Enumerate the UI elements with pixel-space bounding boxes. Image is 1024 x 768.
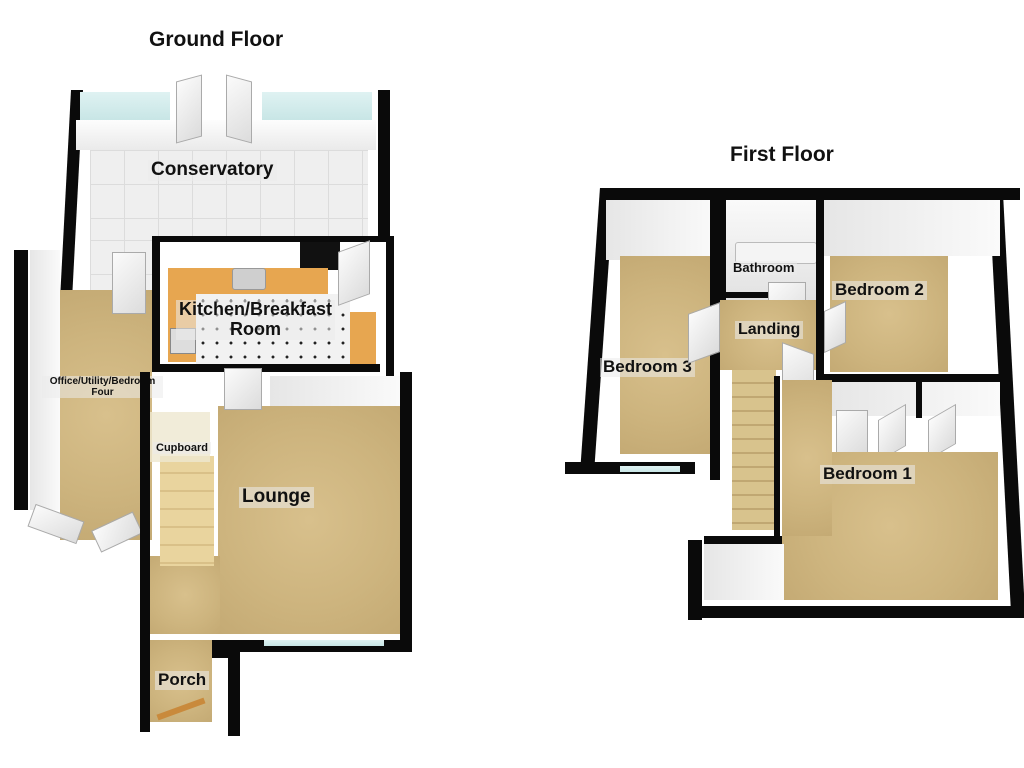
staircase-first-floor — [732, 370, 776, 530]
office-door — [112, 252, 146, 314]
room-label-kitchen: Kitchen/Breakfast Room — [176, 299, 336, 340]
wall — [386, 236, 394, 376]
wall — [600, 188, 1020, 200]
wardrobe-door — [836, 410, 868, 454]
conservatory-window — [262, 92, 372, 120]
room-label-porch: Porch — [155, 670, 210, 690]
room-label-bedroom2: Bedroom 2 — [832, 280, 927, 300]
worktop-right — [350, 312, 376, 364]
bedroom2-wall — [824, 200, 1000, 256]
wall — [774, 376, 780, 536]
room-label-bathroom: Bathroom — [730, 260, 798, 276]
bedroom1-side-wall — [704, 544, 784, 600]
room-label-bedroom1: Bedroom 1 — [820, 464, 915, 484]
room-label-bedroom3: Bedroom 3 — [600, 357, 695, 377]
wall — [816, 188, 824, 388]
wall — [160, 364, 380, 372]
kitchen-label-line1: Kitchen/Breakfast — [179, 299, 333, 319]
wall — [724, 292, 774, 298]
lounge-floor — [218, 406, 400, 634]
room-label-office: Office/Utility/Bedroom Four — [42, 376, 163, 398]
lounge-floor-lower — [150, 556, 220, 634]
lounge-wall — [270, 376, 400, 406]
wall — [378, 90, 390, 240]
room-label-cupboard: Cupboard — [153, 442, 211, 455]
bedroom1-floor-upper — [782, 380, 832, 536]
wall — [704, 536, 784, 544]
room-label-landing: Landing — [735, 321, 804, 339]
bedroom2-floor — [830, 256, 948, 372]
lounge-window — [264, 640, 384, 646]
wall — [688, 606, 1018, 618]
kitchen-label-line2: Room — [230, 318, 282, 339]
wall — [140, 372, 150, 732]
french-door-left — [176, 74, 202, 144]
office-label-line1: Office/Utility/Bedroom — [49, 376, 156, 387]
french-door-right — [226, 74, 252, 144]
wall — [718, 188, 726, 348]
sink-icon — [232, 268, 266, 290]
cupboard-area — [150, 412, 210, 462]
wall — [14, 250, 28, 510]
room-label-conservatory: Conservatory — [148, 159, 277, 181]
wall — [228, 646, 240, 736]
kitchen-back-door — [338, 240, 370, 306]
office-floor — [60, 290, 152, 540]
staircase — [160, 456, 214, 566]
wall — [916, 382, 922, 418]
first-floor-title: First Floor — [730, 143, 834, 166]
first-floor-plan: Bedroom 3 Bathroom Landing Bedroom 2 Bed… — [560, 180, 1024, 640]
bedroom3-wall — [606, 200, 716, 260]
wall — [152, 236, 160, 372]
ground-floor-plan: Conservatory Office/Utility/Bedroom Four… — [0, 0, 460, 768]
conservatory-window — [80, 92, 170, 120]
bedroom3-side-window — [620, 466, 680, 472]
wall — [688, 540, 702, 620]
ground-floor-title: Ground Floor — [149, 28, 284, 51]
wall — [400, 372, 412, 652]
wall — [824, 374, 1008, 382]
room-label-lounge: Lounge — [239, 486, 314, 508]
wall — [160, 236, 390, 242]
kitchen-door — [224, 368, 262, 410]
office-label-line2: Four — [91, 387, 114, 398]
fridge — [300, 242, 340, 270]
